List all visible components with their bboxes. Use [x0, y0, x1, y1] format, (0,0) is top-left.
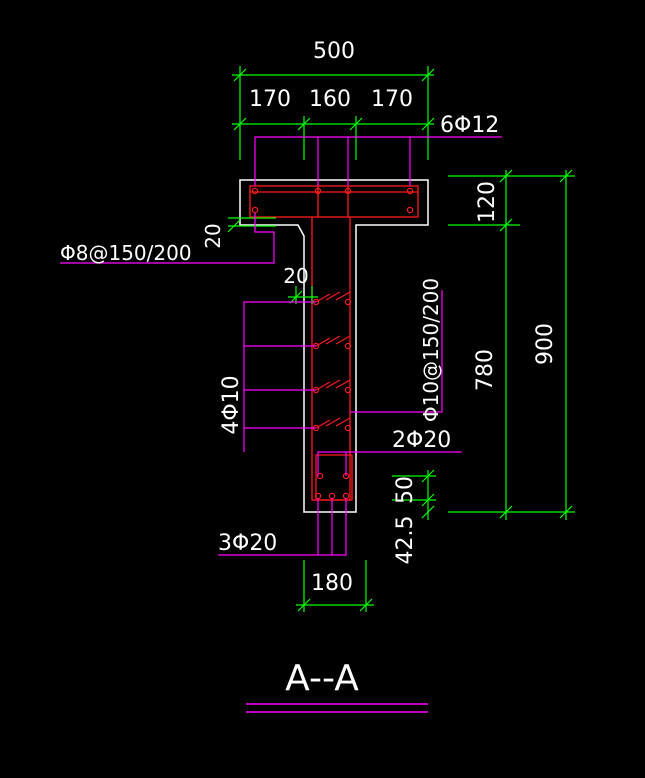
dim-web-width: 180: [311, 571, 353, 596]
label-phi8-stirrup: Φ8@150/200: [60, 241, 192, 265]
section-title: A--A: [285, 658, 359, 699]
bottom-right-dimensions: [392, 469, 436, 520]
web-rebar-cage: [315, 454, 353, 501]
dim-flange-thickness: 120: [475, 181, 500, 223]
label-phi10-stirrup: Φ10@150/200: [419, 278, 443, 422]
dim-web-center: 160: [309, 87, 351, 112]
top-dimensions: [232, 66, 435, 160]
dim-total-width: 500: [313, 39, 355, 64]
label-2phi20: 2Φ20: [392, 428, 451, 453]
leader-3phi20: [218, 498, 347, 556]
leader-2phi20: [317, 451, 462, 476]
dim-flange-right: 170: [371, 87, 413, 112]
dim-cover-web: 20: [283, 264, 308, 288]
label-3phi20: 3Φ20: [218, 531, 277, 556]
dim-cover-flange: 20: [201, 223, 225, 248]
cover-dimensions: [227, 217, 318, 304]
label-6phi12: 6Φ12: [440, 113, 499, 138]
t-section-outline: [239, 179, 429, 513]
leader-4phi10: [243, 301, 316, 452]
right-dimensions: [448, 169, 575, 520]
leader-6phi12: [254, 136, 502, 186]
dim-web-height: 780: [473, 349, 498, 391]
leader-phi8: [60, 213, 275, 264]
dim-total-height: 900: [533, 323, 558, 365]
dim-bottom-offset: 50: [393, 476, 418, 504]
label-4phi10: 4Φ10: [219, 375, 244, 434]
dim-bottom-cover: 42.5: [393, 516, 418, 565]
web-side-bars: [312, 291, 352, 432]
bottom-bars: [314, 472, 350, 500]
web-width-dimension: [296, 560, 374, 612]
dim-flange-left: 170: [249, 87, 291, 112]
flange-bars: [251, 187, 414, 214]
leader-phi10: [350, 290, 443, 413]
